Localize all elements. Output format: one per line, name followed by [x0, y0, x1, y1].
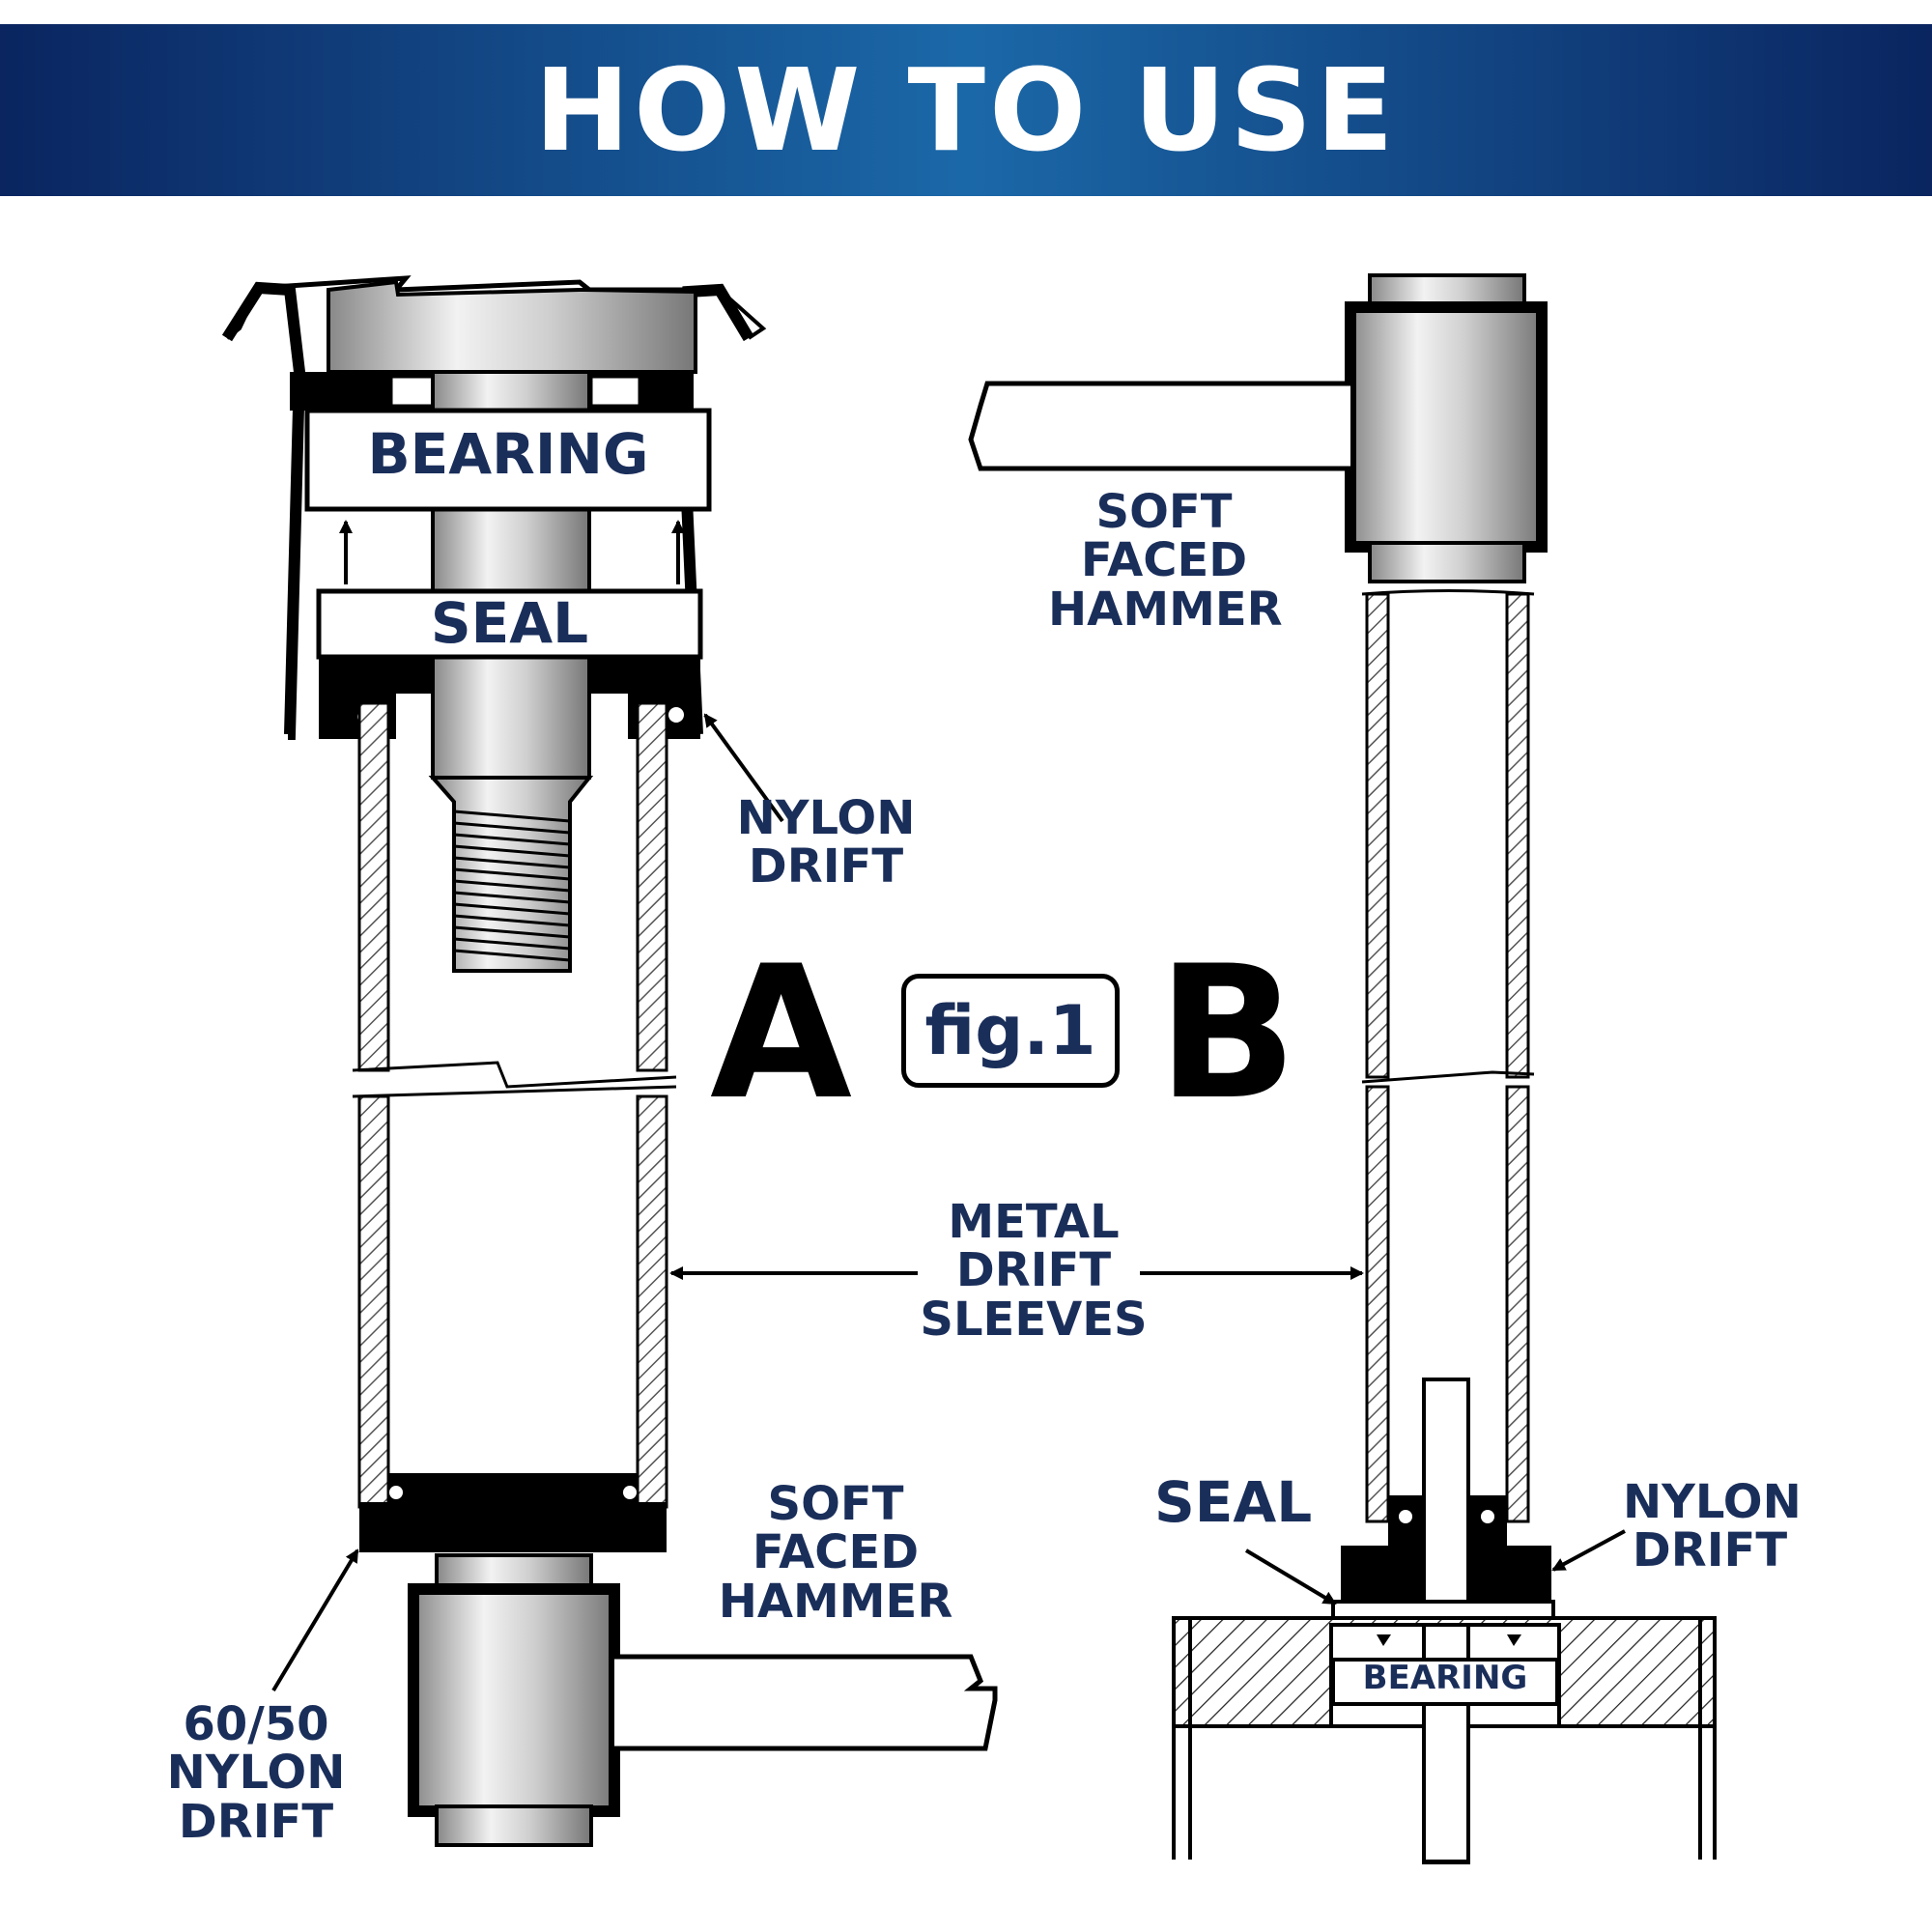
panel-a-hub-assembly — [221, 275, 767, 973]
panel-b-hammer-label: SOFT FACED HAMMER — [1048, 485, 1283, 637]
panel-b-hammer — [968, 273, 1548, 583]
panel-a-nylon-drift-label: NYLON DRIFT — [736, 791, 916, 895]
panel-a-hammer-label: SOFT FACED HAMMER — [718, 1477, 953, 1629]
panel-b-housing — [1172, 1616, 1717, 1863]
leader-arrows — [271, 713, 1626, 1692]
panel-b-metal-drift-sleeve — [1361, 589, 1535, 1523]
panel-a-marker: A — [710, 926, 853, 1140]
panel-a-seal-label: SEAL — [430, 590, 589, 656]
panel-b-bearing-label: BEARING — [1362, 1659, 1528, 1697]
page-title: HOW TO USE — [534, 43, 1398, 177]
panel-b-seal-label: SEAL — [1154, 1469, 1313, 1535]
panel-b-marker: B — [1157, 926, 1297, 1140]
panel-a-hammer — [408, 1553, 998, 1847]
panel-a-nylon-drift-size-label: 60/50 NYLON DRIFT — [166, 1697, 346, 1849]
metal-drift-sleeves-label: METAL DRIFT SLEEVES — [920, 1195, 1148, 1347]
header-banner: HOW TO USE — [0, 24, 1932, 196]
figure-label: fig.1 — [901, 974, 1120, 1088]
panel-b-nylon-drift-label: NYLON DRIFT — [1623, 1475, 1802, 1578]
panel-a-bearing-label: BEARING — [367, 421, 649, 487]
panel-a-bottom-nylon-drift — [359, 1473, 667, 1552]
